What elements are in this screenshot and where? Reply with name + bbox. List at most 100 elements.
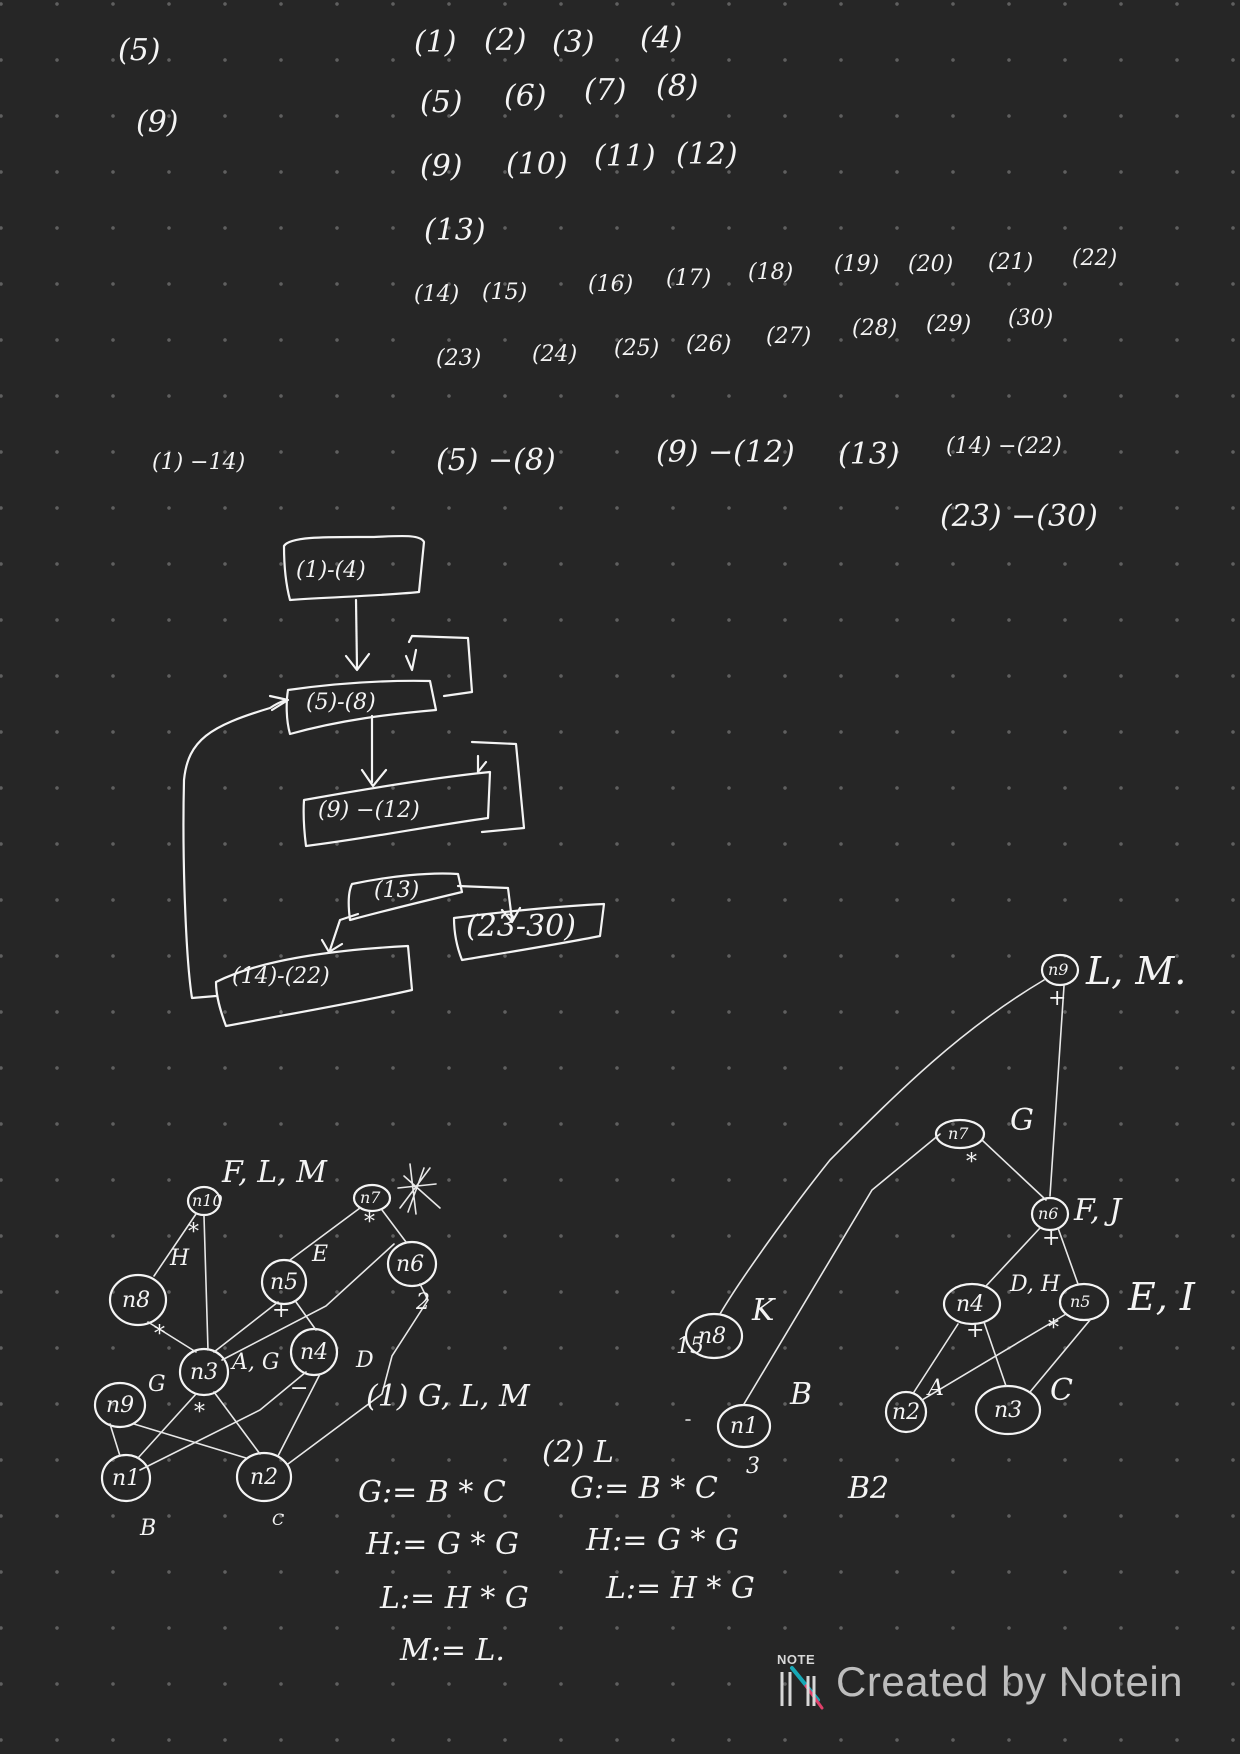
watermark-text: Created by Notein [836, 1658, 1184, 1705]
dag-right-op: + [1048, 986, 1067, 1011]
seq-item: (4) [640, 21, 683, 56]
code-heading-2: (2) L [542, 1435, 614, 1470]
flow-label-b2: (5)-(8) [306, 690, 376, 715]
flow-box-b4 [347, 872, 464, 922]
flow-box-b3 [302, 770, 492, 848]
code-line-1-0: G:= B * C [358, 1475, 506, 1510]
dag-left-op: * [154, 1322, 165, 1347]
flow-box-b1 [282, 534, 426, 602]
code-line-1-1: H:= G * G [366, 1527, 519, 1562]
dag-left-node-n1: n1 [112, 1466, 141, 1491]
top-left-a: (5) [118, 33, 161, 68]
dag-left-node-n6: n6 [396, 1252, 425, 1277]
dag-right-label-n8: K [752, 1293, 775, 1328]
seq-item: (2) [484, 23, 527, 58]
dag-left-node-n5: n5 [270, 1270, 299, 1295]
dag-left-label-n6: 2 [416, 1290, 430, 1315]
seq-item: (17) [666, 266, 712, 291]
dag-right-node-n1: n1 [730, 1414, 759, 1439]
dag-left-op: + [272, 1298, 291, 1323]
notein-watermark: NOTE Created by Notein [776, 1652, 1183, 1712]
dag-right-op: + [966, 1318, 985, 1343]
notein-logo-icon: NOTE [776, 1652, 826, 1712]
seq-item: (29) [926, 312, 972, 337]
dag-left-node-n8: n8 [122, 1288, 151, 1313]
seq-item: (16) [588, 272, 634, 297]
seq-item: (10) [506, 147, 568, 182]
seq-item: (30) [1008, 306, 1054, 331]
dag-right-label-n2: A [928, 1376, 944, 1401]
seq-item: (23) [436, 346, 482, 371]
dag-right-label-n9: L, M. [1086, 949, 1187, 993]
dag-left-node-n9: n9 [106, 1393, 135, 1418]
dag-left-label-n8: H [170, 1246, 190, 1271]
dag-right-node-n4: n4 [956, 1292, 985, 1317]
flow-label-b6: (23-30) [466, 909, 576, 944]
flow-label-b1: (1)-(4) [296, 558, 366, 583]
dag-right-caption: B2 [848, 1471, 890, 1506]
seq-item: (14) [414, 282, 460, 307]
dag-right-label-n3: C [1050, 1373, 1073, 1408]
dag-right-op: * [1048, 1316, 1059, 1341]
range-item: (9) −(12) [656, 435, 795, 470]
dag-left-label-n9: G [148, 1372, 166, 1397]
notein-logo-mark [780, 1666, 824, 1710]
top-left-b: (9) [136, 105, 179, 140]
dag-left-strokes [93, 1163, 441, 1503]
dag-left-op: * [188, 1220, 199, 1245]
seq-item: (3) [552, 25, 595, 60]
flow-box-b2 [285, 679, 438, 736]
dag-right-label-n5: E, I [1128, 1275, 1195, 1319]
dag-right-label-n7: G [1010, 1103, 1034, 1138]
seq-item: (1) [414, 25, 457, 60]
dag-left-label-n2: C [272, 1510, 285, 1529]
seq-item: (9) [420, 149, 463, 184]
seq-item: (20) [908, 252, 954, 277]
seq-item: (11) [594, 139, 656, 174]
seq-item: (27) [766, 324, 812, 349]
dag-right-node-n3: n3 [994, 1398, 1023, 1423]
seq-item: (22) [1072, 246, 1118, 271]
flow-label-b3: (9) −(12) [318, 798, 420, 823]
seq-item: (12) [676, 137, 738, 172]
dag-left-label-n3: A, G [232, 1350, 280, 1375]
dag-left-label-n10: F, L, M [222, 1155, 327, 1190]
dag-right-label-n1-sub: 3 [746, 1454, 760, 1479]
dag-left-label-n4: D [356, 1348, 374, 1373]
flow-box-b5 [214, 944, 414, 1028]
dag-right-node-n6: n6 [1038, 1204, 1059, 1223]
seq-item: (8) [656, 69, 699, 104]
seq-item: (18) [748, 260, 794, 285]
code-line-1-3: M:= L. [400, 1633, 505, 1668]
range-item: (13) [838, 437, 900, 472]
dag-right-node-n8: n8 [698, 1324, 727, 1349]
seq-item: (13) [424, 213, 486, 248]
dag-right-label-n4: D, H [1010, 1272, 1061, 1297]
dag-right-label-n1: B [790, 1377, 813, 1412]
seq-item: (5) [420, 85, 463, 120]
seq-item: (15) [482, 280, 528, 305]
dag-right-label-n6: F, J [1074, 1193, 1122, 1228]
code-line-2-1: H:= G * G [586, 1523, 739, 1558]
seq-item: (26) [686, 332, 732, 357]
dag-right-node-n7: n7 [948, 1124, 969, 1143]
dag-right-op: + [1042, 1226, 1061, 1251]
dag-left-node-n2: n2 [250, 1465, 279, 1490]
range-second-line: (23) −(30) [940, 499, 1098, 534]
code-line-2-2: L:= H * G [606, 1571, 755, 1606]
dag-left-op: * [194, 1400, 205, 1425]
dag-left-label-n1: B [140, 1516, 157, 1541]
seq-item: (6) [504, 79, 547, 114]
dag-left-node-n7: n7 [360, 1188, 381, 1207]
seq-item: (21) [988, 250, 1034, 275]
flowgraph-edges [182, 598, 526, 1000]
dag-right-strokes [684, 953, 1110, 1449]
dag-right-op: * [966, 1150, 977, 1175]
dag-left-node-n3: n3 [190, 1360, 219, 1385]
dag-right-label-n8-sub: 15 [676, 1334, 704, 1359]
seq-item: (24) [532, 342, 578, 367]
flow-label-b5: (14)-(22) [232, 964, 330, 989]
dag-right-node-n9: n9 [1048, 960, 1069, 979]
